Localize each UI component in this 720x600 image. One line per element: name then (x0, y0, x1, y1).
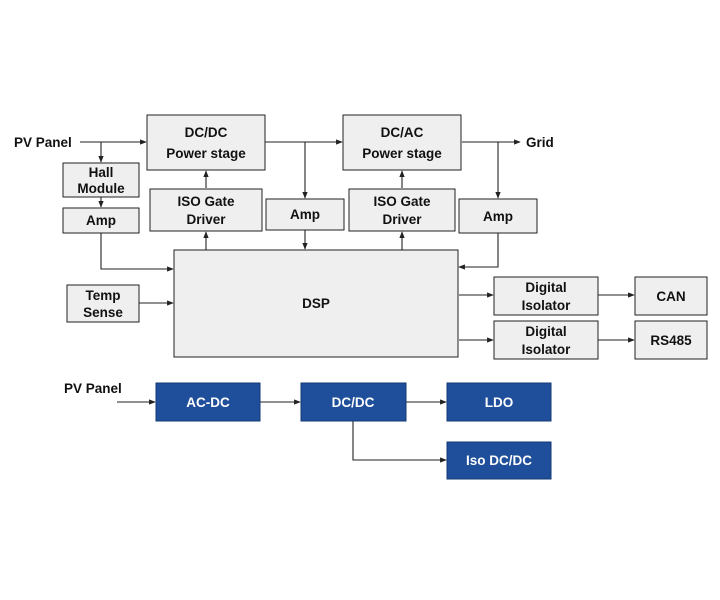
dcdc-power-stage-block: DC/DC Power stage (146, 114, 266, 171)
dcdc-title: DC/DC (185, 125, 228, 140)
iso-gate-left-line2: Driver (186, 212, 226, 227)
hall-line1: Hall (89, 165, 114, 180)
ldo-block: LDO (446, 382, 552, 422)
rs485-label: RS485 (650, 333, 692, 348)
dcdc-block: DC/DC (300, 382, 407, 422)
dcdc-label: DC/DC (332, 395, 375, 410)
wire-amp-right-to-dsp (458, 233, 499, 270)
acdc-label: AC-DC (186, 395, 230, 410)
dcac-subtitle: Power stage (362, 146, 442, 161)
inverter-wires (80, 139, 635, 343)
iso-gate-driver-left-block: ISO Gate Driver (149, 188, 263, 232)
wire-dcdc-to-isodcdc (352, 421, 447, 463)
power-tree-wires (117, 399, 447, 463)
acdc-block: AC-DC (155, 382, 261, 422)
temp-line2: Sense (83, 305, 123, 320)
isodcdc-label: Iso DC/DC (466, 453, 532, 468)
iso2-line1: Digital (525, 324, 566, 339)
iso-gate-right-line2: Driver (382, 212, 422, 227)
ldo-label: LDO (485, 395, 514, 410)
iso1-line1: Digital (525, 280, 566, 295)
hall-module-block: Hall Module (62, 162, 140, 198)
hall-line2: Module (77, 181, 125, 196)
pv-panel-label-top: PV Panel (14, 135, 72, 150)
dcac-power-stage-block: DC/AC Power stage (342, 114, 462, 171)
dcac-title: DC/AC (381, 125, 424, 140)
iso2-line2: Isolator (522, 342, 572, 357)
amp-right-label: Amp (483, 209, 513, 224)
dcdc-subtitle: Power stage (166, 146, 246, 161)
iso-gate-driver-right-block: ISO Gate Driver (348, 188, 456, 232)
dsp-label: DSP (302, 296, 330, 311)
iso-gate-left-line1: ISO Gate (177, 194, 235, 209)
amp-left-label: Amp (86, 213, 116, 228)
pv-panel-label-bottom: PV Panel (64, 381, 122, 396)
amp-middle-label: Amp (290, 207, 320, 222)
amp-right-block: Amp (458, 198, 538, 234)
amp-middle-block: Amp (265, 198, 345, 231)
digital-isolator-1-block: Digital Isolator (493, 276, 599, 316)
temp-sense-block: Temp Sense (66, 284, 140, 323)
digital-isolator-2-block: Digital Isolator (493, 320, 599, 360)
wire-amp-left-to-dsp (100, 233, 174, 272)
can-label: CAN (656, 289, 685, 304)
amp-left-block: Amp (62, 207, 140, 234)
isodcdc-block: Iso DC/DC (446, 441, 552, 480)
grid-label: Grid (526, 135, 554, 150)
can-block: CAN (634, 276, 708, 316)
temp-line1: Temp (85, 288, 120, 303)
iso-gate-right-line1: ISO Gate (373, 194, 431, 209)
rs485-block: RS485 (634, 320, 708, 360)
iso1-line2: Isolator (522, 298, 572, 313)
dsp-block: DSP (173, 249, 459, 358)
